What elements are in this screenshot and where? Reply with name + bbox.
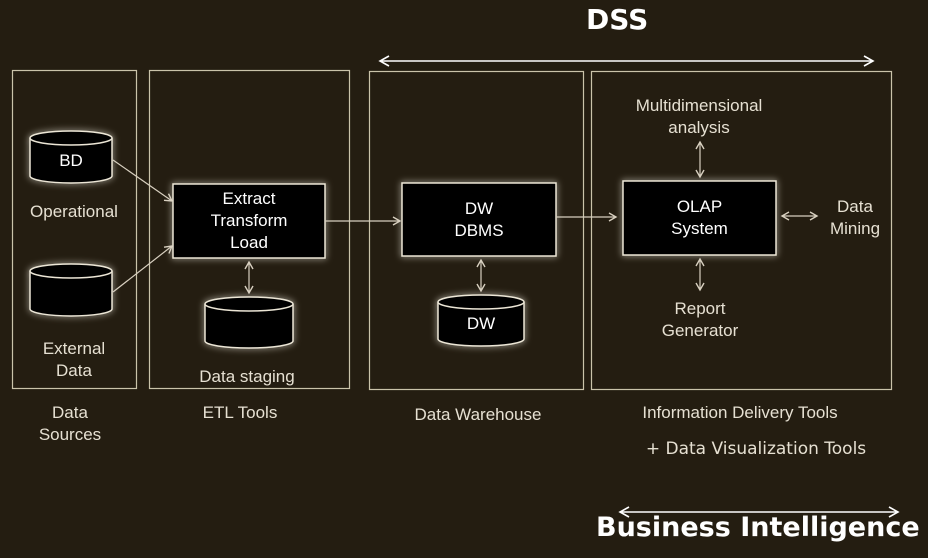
etl-box-line3: Load [230,233,268,252]
db-cylinder-staging [204,296,294,349]
etl-box-line1: Extract [222,189,276,208]
data-visualization-caption: + Data Visualization Tools [645,439,867,459]
report-generator-label-line2: Generator [661,321,739,340]
dss-title: DSS [586,3,649,36]
olap-box-line2: System [671,219,728,238]
data-sources-caption-line2: Sources [38,425,102,444]
multidimensional-label-line1: Multidimensional [635,96,763,115]
data-sources-caption-line1: Data [52,403,88,422]
data-mining-label-line1: Data [837,197,873,216]
data-staging-label: Data staging [199,367,295,386]
multidimensional-label-line2: analysis [668,118,730,137]
db-cylinder-dw [437,294,525,347]
arrow-operational-to-etl [112,159,174,202]
db-label-bd: BD [59,151,83,170]
business-intelligence-title: Business Intelligence [596,512,920,543]
etl-box-line2: Transform [210,211,288,230]
db-label-dw: DW [466,314,496,333]
olap-box-line1: OLAP [676,197,723,216]
data-warehouse-caption: Data Warehouse [414,405,542,424]
report-generator-label-line1: Report [674,299,726,318]
data-warehouse-panel [368,70,585,391]
dw-dbms-line1: DW [464,199,494,218]
dw-dbms-line2: DBMS [454,221,504,240]
etl-tools-panel [148,69,351,390]
information-delivery-panel [590,70,893,391]
dw-dbms-box [401,182,557,257]
etl-box [172,183,326,259]
etl-tools-caption: ETL Tools [202,403,278,422]
olap-box [622,180,777,256]
arrow-external-to-etl [112,245,174,293]
data-mining-label-line2: Mining [829,219,881,238]
operational-label: Operational [30,202,118,221]
data-sources-panel [11,69,138,390]
external-data-label-line2: Data [56,361,92,380]
db-cylinder-operational [29,130,113,184]
information-delivery-caption: Information Delivery Tools [642,403,838,422]
external-data-label-line1: External [42,339,106,358]
db-cylinder-external [29,263,113,317]
